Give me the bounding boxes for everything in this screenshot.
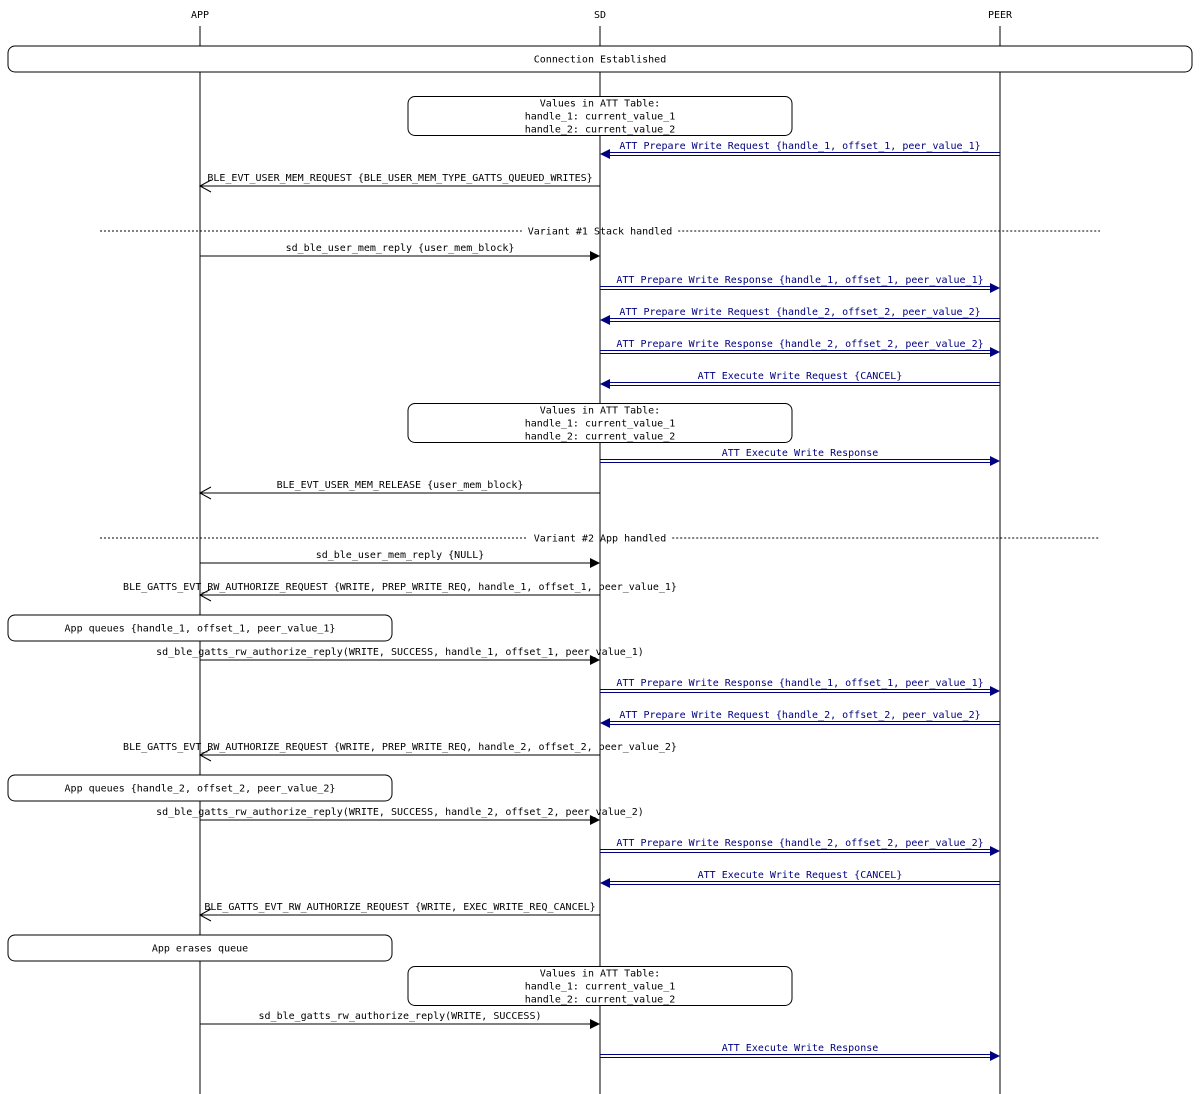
arrowhead-open [198,486,212,500]
message-label: sd_ble_user_mem_reply {user_mem_block} [286,243,515,254]
arrowhead-filled [590,815,600,825]
message-label: sd_ble_gatts_rw_authorize_reply(WRITE, S… [156,807,644,818]
message-label: ATT Execute Write Response [722,1043,879,1054]
note-line: App queues {handle_1, offset_1, peer_val… [65,624,336,635]
message-label: ATT Execute Write Request {CANCEL} [698,870,903,881]
arrowhead-open [198,748,212,762]
message-label: BLE_GATTS_EVT_RW_AUTHORIZE_REQUEST {WRIT… [123,582,677,593]
variant-separator: Variant #1 Stack handled [100,227,1100,238]
message-peer: ATT Execute Write Response [600,1043,1000,1061]
message-label: ATT Prepare Write Request {handle_2, off… [619,710,980,721]
message-label: BLE_EVT_USER_MEM_RELEASE {user_mem_block… [277,480,524,491]
message-peer: ATT Prepare Write Request {handle_2, off… [600,307,1000,325]
message-peer: ATT Prepare Write Response {handle_2, of… [600,339,1000,357]
arrowhead-filled [600,379,610,389]
note-line: handle_2: current_value_2 [525,125,676,136]
message-label: ATT Prepare Write Request {handle_2, off… [619,307,980,318]
message-event: BLE_EVT_USER_MEM_RELEASE {user_mem_block… [198,480,600,500]
arrowhead-filled [990,1051,1000,1061]
note-box: App queues {handle_2, offset_2, peer_val… [7,774,393,802]
note-box-frame [7,45,1193,73]
arrowhead-filled [990,456,1000,466]
message-label: ATT Prepare Write Response {handle_2, of… [616,838,983,849]
message-peer: ATT Prepare Write Response {handle_1, of… [600,678,1000,696]
arrowhead-filled [600,149,610,159]
participant-app: APP [191,10,209,21]
note-box: Connection Established [7,45,1193,73]
note-line: handle_1: current_value_1 [525,982,676,993]
arrowhead-filled [600,718,610,728]
note-line: handle_1: current_value_1 [525,419,676,430]
arrowhead-filled [590,558,600,568]
arrowhead-filled [590,1019,600,1029]
note-box-frame [7,934,393,962]
note-box-frame [7,774,393,802]
note-line: Values in ATT Table: [540,406,660,417]
note-box: App queues {handle_1, offset_1, peer_val… [7,614,393,642]
note-box: Values in ATT Table: handle_1: current_va… [407,403,793,443]
message-peer: ATT Prepare Write Request {handle_2, off… [600,710,1000,728]
message-label: sd_ble_user_mem_reply {NULL} [316,550,485,561]
message-label: ATT Prepare Write Request {handle_1, off… [619,141,980,152]
message-call: sd_ble_user_mem_reply {user_mem_block} [200,243,600,261]
message-call: sd_ble_gatts_rw_authorize_reply(WRITE, S… [156,647,644,665]
note-line: Connection Established [534,55,666,66]
message-peer: ATT Prepare Write Response {handle_1, of… [600,275,1000,293]
arrowhead-filled [590,251,600,261]
note-box-frame [407,966,793,1006]
arrowhead-filled [590,655,600,665]
message-label: ATT Prepare Write Response {handle_1, of… [616,275,983,286]
message-label: ATT Execute Write Request {CANCEL} [698,371,903,382]
separator-label: Variant #2 App handled [534,534,666,545]
participant-peer: PEER [988,10,1013,21]
note-box: Values in ATT Table: handle_1: current_va… [407,966,793,1006]
message-event: BLE_GATTS_EVT_RW_AUTHORIZE_REQUEST {WRIT… [198,902,600,922]
message-label: sd_ble_gatts_rw_authorize_reply(WRITE, S… [259,1011,542,1022]
message-label: ATT Prepare Write Response {handle_2, of… [616,339,983,350]
arrowhead-filled [990,686,1000,696]
arrowhead-open [198,588,212,602]
arrowhead-filled [600,315,610,325]
note-box: Values in ATT Table: handle_1: current_va… [407,96,793,136]
message-peer: ATT Execute Write Response [600,448,1000,466]
variant-separator: Variant #2 App handled [100,534,1100,545]
message-event: BLE_GATTS_EVT_RW_AUTHORIZE_REQUEST {WRIT… [123,582,677,602]
message-peer: ATT Prepare Write Response {handle_2, of… [600,838,1000,856]
message-peer: ATT Execute Write Request {CANCEL} [600,371,1000,389]
participant-sd: SD [594,10,606,21]
message-call: sd_ble_gatts_rw_authorize_reply(WRITE, S… [200,1011,600,1029]
note-line: handle_2: current_value_2 [525,432,676,443]
note-line: handle_1: current_value_1 [525,112,676,123]
arrowhead-open [198,179,212,193]
note-box-frame [7,614,393,642]
message-label: BLE_GATTS_EVT_RW_AUTHORIZE_REQUEST {WRIT… [123,742,677,753]
message-call: sd_ble_gatts_rw_authorize_reply(WRITE, S… [156,807,644,825]
note-box-frame [407,403,793,443]
note-line: Values in ATT Table: [540,99,660,110]
message-label: BLE_EVT_USER_MEM_REQUEST {BLE_USER_MEM_T… [207,173,592,184]
arrowhead-filled [600,878,610,888]
arrowhead-filled [990,846,1000,856]
note-line: Values in ATT Table: [540,969,660,980]
note-box-frame [407,96,793,136]
message-label: sd_ble_gatts_rw_authorize_reply(WRITE, S… [156,647,644,658]
note-box: App erases queue [7,934,393,962]
arrowhead-filled [990,283,1000,293]
separator-label: Variant #1 Stack handled [528,227,673,238]
message-label: ATT Execute Write Response [722,448,879,459]
message-event: BLE_GATTS_EVT_RW_AUTHORIZE_REQUEST {WRIT… [123,742,677,762]
arrowhead-filled [990,347,1000,357]
arrowhead-open [198,908,212,922]
message-call: sd_ble_user_mem_reply {NULL} [200,550,600,568]
message-event: BLE_EVT_USER_MEM_REQUEST {BLE_USER_MEM_T… [198,173,600,193]
message-label: BLE_GATTS_EVT_RW_AUTHORIZE_REQUEST {WRIT… [204,902,595,913]
message-peer: ATT Execute Write Request {CANCEL} [600,870,1000,888]
note-line: handle_2: current_value_2 [525,995,676,1006]
note-line: App queues {handle_2, offset_2, peer_val… [65,784,336,795]
message-peer: ATT Prepare Write Request {handle_1, off… [600,141,1000,159]
message-label: ATT Prepare Write Response {handle_1, of… [616,678,983,689]
note-line: App erases queue [152,944,248,955]
